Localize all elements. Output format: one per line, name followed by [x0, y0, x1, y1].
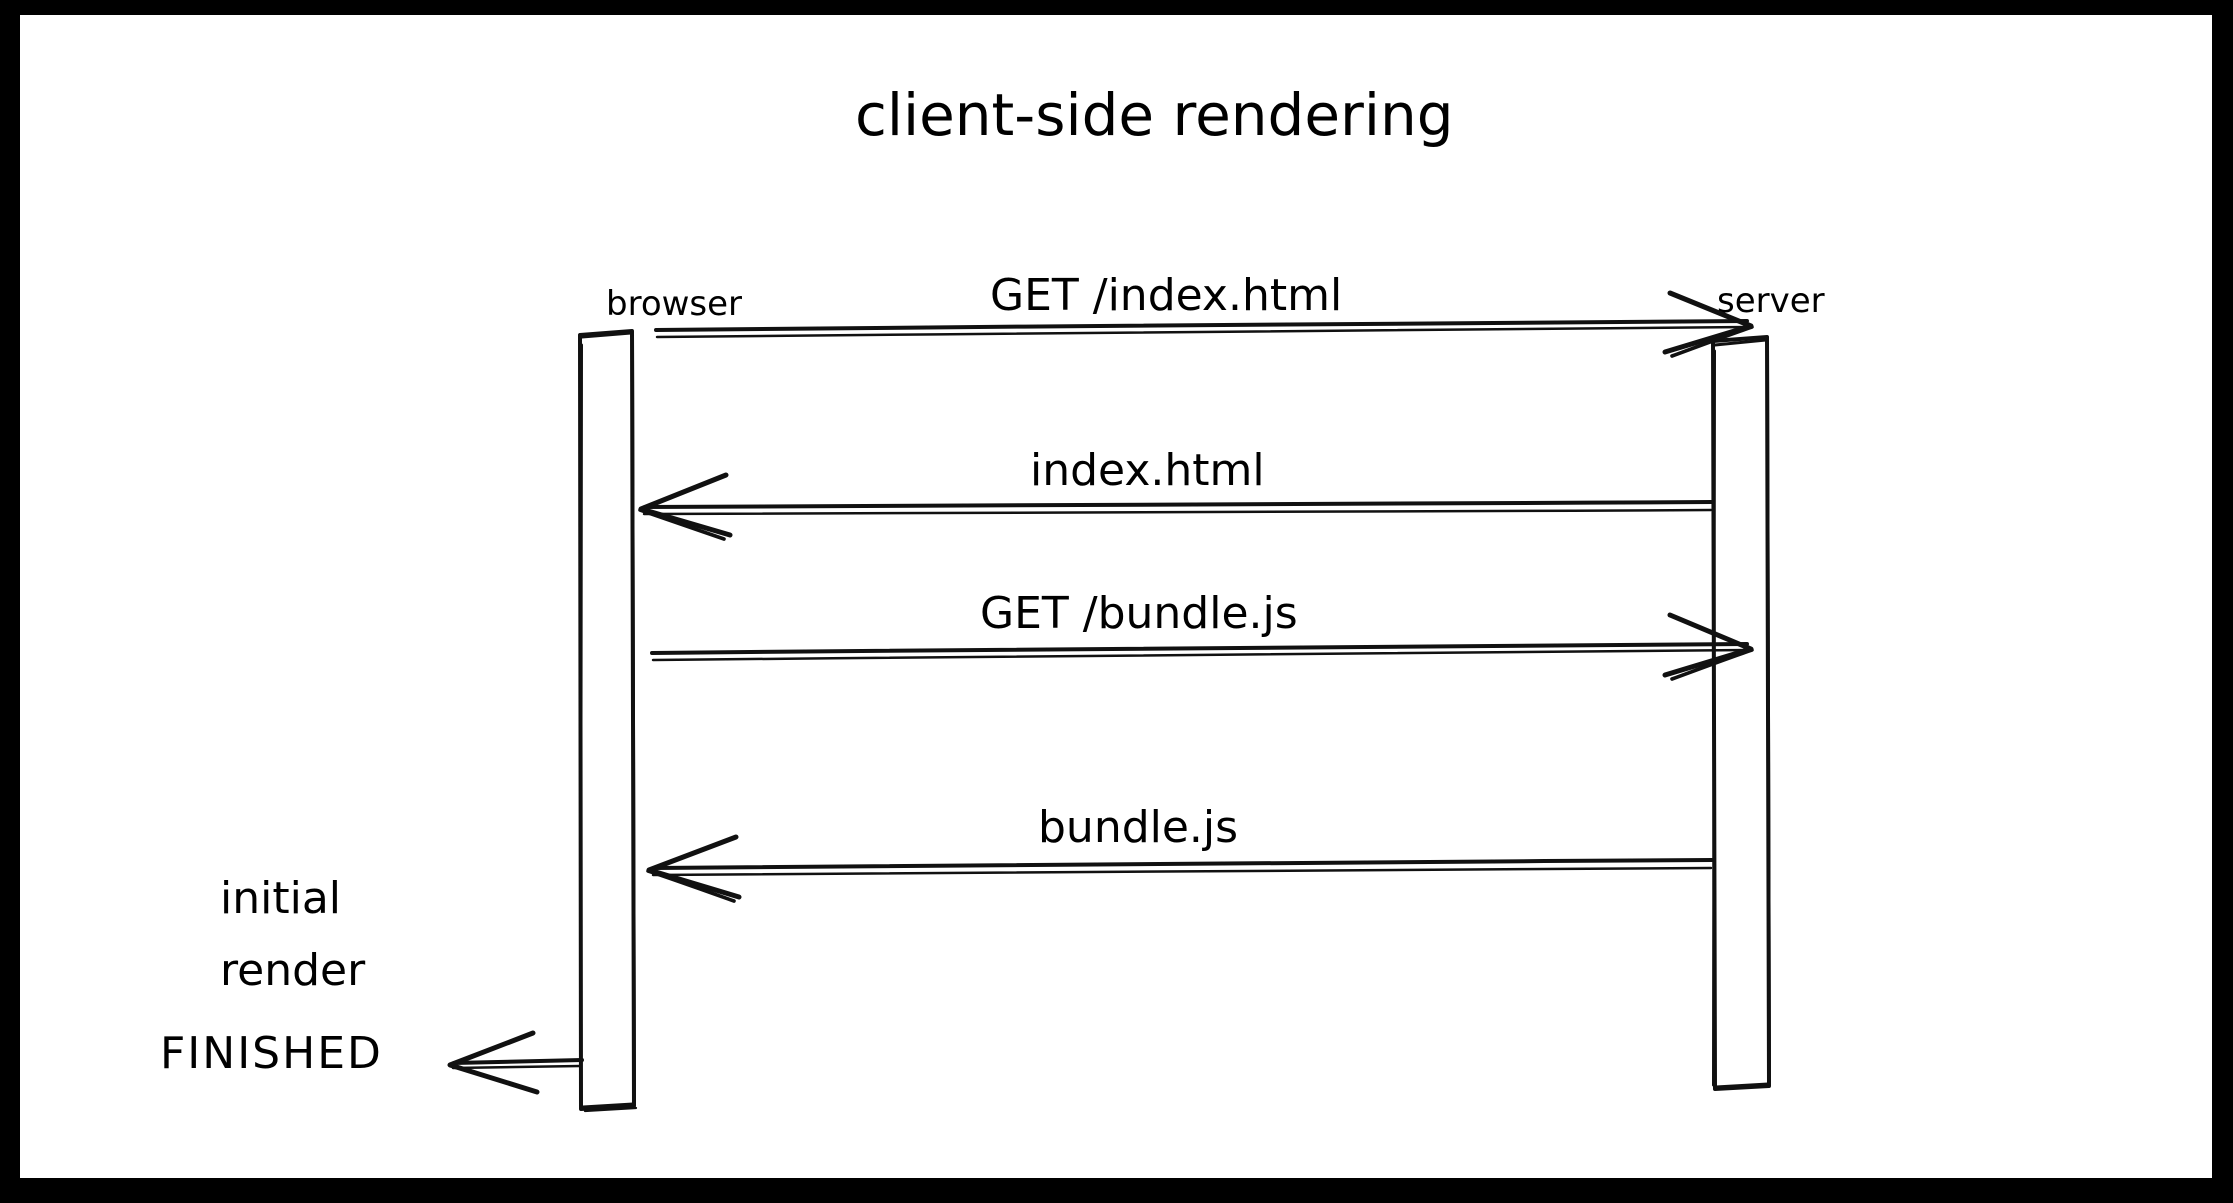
- message-2-label: index.html: [1030, 445, 1265, 496]
- message-4-label: bundle.js: [1038, 802, 1238, 853]
- note-finished-label: FINISHED: [160, 1028, 383, 1079]
- message-1-label: GET /index.html: [990, 270, 1342, 321]
- lifeline-server: [1711, 335, 1771, 1091]
- message-3-get-bundle-js: GET /bundle.js: [650, 588, 1754, 681]
- message-2-index-html: index.html: [638, 445, 1714, 541]
- diagram-title: client-side rendering: [855, 81, 1454, 149]
- final-arrow-to-finished: [447, 1030, 584, 1095]
- actor-label-browser: browser: [606, 284, 742, 324]
- sequence-diagram: client-side rendering browser server GET…: [160, 81, 1825, 1113]
- note-initial-render-line-1: initial: [220, 873, 341, 924]
- message-1-get-index-html: GET /index.html: [654, 270, 1754, 358]
- lifeline-browser: [578, 329, 638, 1113]
- note-initial-render: initial render: [220, 873, 366, 996]
- actor-label-server: server: [1717, 281, 1825, 321]
- note-initial-render-line-2: render: [220, 945, 366, 996]
- message-4-bundle-js: bundle.js: [646, 802, 1714, 903]
- diagram-canvas: client-side rendering browser server GET…: [20, 15, 2212, 1178]
- message-3-label: GET /bundle.js: [980, 588, 1298, 639]
- note-finished: FINISHED: [160, 1028, 383, 1079]
